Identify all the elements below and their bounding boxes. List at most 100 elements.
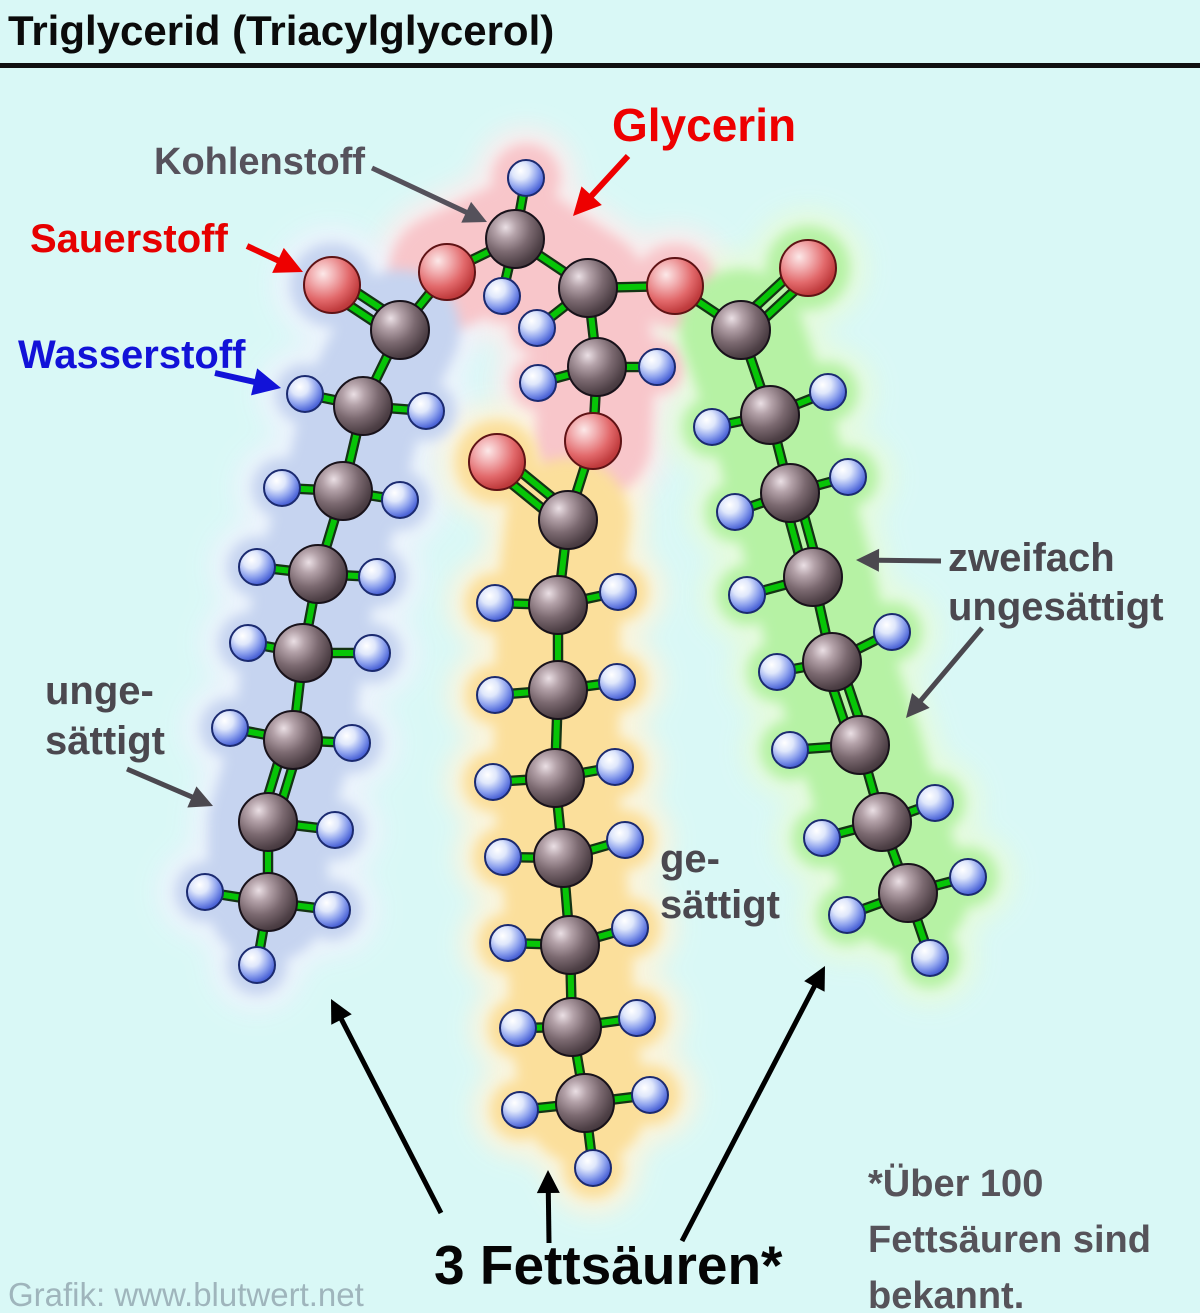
label-line: unge-	[45, 669, 154, 713]
hydrogen-atom	[911, 939, 949, 977]
arrowhead	[573, 186, 602, 216]
hydrogen-atom	[873, 613, 911, 651]
fettsaeuren-arrow-middle	[536, 1170, 560, 1244]
fettsaeuren-arrow-right	[679, 966, 825, 1243]
hydrogen-atom	[483, 277, 521, 315]
zweifach-arrow-upper	[856, 548, 942, 572]
hydrogen-atom	[728, 576, 766, 614]
hydrogen-atom	[333, 724, 371, 762]
sauerstoff-arrow	[245, 243, 303, 273]
arrowhead	[251, 368, 281, 396]
carbon-atom	[542, 997, 602, 1057]
label-kohlenstoff: Kohlenstoff	[154, 141, 366, 183]
hydrogen-atom	[916, 784, 954, 822]
fettsaeuren-arrow-left	[331, 999, 444, 1215]
carbon-atom	[567, 337, 627, 397]
carbon-atom	[878, 863, 938, 923]
footnote: *Über 100 Fettsäuren sind bekannt.	[868, 1156, 1151, 1313]
hydrogen-atom	[631, 1076, 669, 1114]
oxygen-atom	[779, 239, 837, 297]
arrowhead	[461, 201, 487, 223]
hydrogen-atom	[618, 999, 656, 1037]
atoms-layer	[186, 159, 987, 1187]
hydrogen-atom	[518, 309, 556, 347]
carbon-atom	[525, 748, 585, 808]
label-line: sättigt	[45, 719, 165, 763]
hydrogen-atom	[758, 653, 796, 691]
hydrogen-atom	[484, 838, 522, 876]
title-underline	[0, 63, 1200, 68]
carbon-atom	[238, 872, 298, 932]
hydrogen-atom	[313, 891, 351, 929]
carbon-atom	[263, 710, 323, 770]
hydrogen-atom	[606, 821, 644, 859]
wasserstoff-arrow	[214, 368, 281, 396]
carbon-atom	[485, 209, 545, 269]
arrows-layer	[126, 153, 984, 1244]
carbon-atom	[528, 660, 588, 720]
hydrogen-atom	[474, 763, 512, 801]
ungesaettigt-arrow	[126, 766, 213, 808]
footnote-line: Fettsäuren sind	[868, 1219, 1151, 1261]
hydrogen-atom	[263, 469, 301, 507]
carbon-atom	[238, 792, 298, 852]
carbon-atom	[533, 828, 593, 888]
label-gesaettigt: ge- sättigt	[660, 836, 780, 928]
carbon-atom	[852, 792, 912, 852]
label-sauerstoff: Sauerstoff	[30, 217, 228, 261]
hydrogen-atom	[507, 159, 545, 197]
hydrogen-atom	[316, 811, 354, 849]
carbon-atom	[333, 376, 393, 436]
hydrogen-atom	[407, 392, 445, 430]
glycerin-arrow	[573, 153, 631, 216]
carbon-atom	[711, 300, 771, 360]
carbon-atom	[558, 258, 618, 318]
hydrogen-atom	[238, 946, 276, 984]
hydrogen-atom	[211, 709, 249, 747]
oxygen-atom	[646, 257, 704, 315]
carbon-atom	[313, 461, 373, 521]
footnote-line: *Über 100	[868, 1163, 1044, 1205]
hydrogen-atom	[949, 858, 987, 896]
oxygen-atom	[468, 433, 526, 491]
oxygen-atom	[418, 243, 476, 301]
kohlenstoff-arrow	[370, 165, 487, 223]
label-line: zweifach	[948, 536, 1115, 580]
carbon-atom	[802, 632, 862, 692]
label-fettsaeuren: 3 Fettsäuren*	[434, 1234, 783, 1296]
carbon-atom	[740, 385, 800, 445]
carbon-atom	[555, 1073, 615, 1133]
hydrogen-atom	[238, 548, 276, 586]
arrowhead	[856, 548, 880, 572]
arrowhead	[331, 999, 352, 1025]
hydrogen-atom	[476, 676, 514, 714]
arrowhead	[804, 966, 825, 992]
label-line: sättigt	[660, 883, 780, 927]
hydrogen-atom	[828, 896, 866, 934]
hydrogen-atom	[476, 584, 514, 622]
arrowhead	[272, 247, 303, 273]
hydrogen-atom	[353, 634, 391, 672]
hydrogen-atom	[809, 373, 847, 411]
hydrogen-atom	[574, 1149, 612, 1187]
hydrogen-atom	[381, 481, 419, 519]
hydrogen-atom	[599, 573, 637, 611]
arrowhead	[187, 786, 213, 808]
carbon-atom	[273, 623, 333, 683]
oxygen-atom	[564, 412, 622, 470]
hydrogen-atom	[598, 663, 636, 701]
hydrogen-atom	[229, 624, 267, 662]
carbon-atom	[830, 715, 890, 775]
hydrogen-atom	[693, 408, 731, 446]
carbon-atom	[528, 575, 588, 635]
hydrogen-atom	[519, 364, 557, 402]
hydrogen-atom	[358, 558, 396, 596]
label-line: ge-	[660, 837, 720, 881]
credit-text: Grafik: www.blutwert.net	[8, 1276, 364, 1313]
carbon-atom	[288, 544, 348, 604]
hydrogen-atom	[186, 873, 224, 911]
arrowhead	[536, 1170, 560, 1194]
label-ungesaettigt: unge- sättigt	[45, 666, 165, 766]
